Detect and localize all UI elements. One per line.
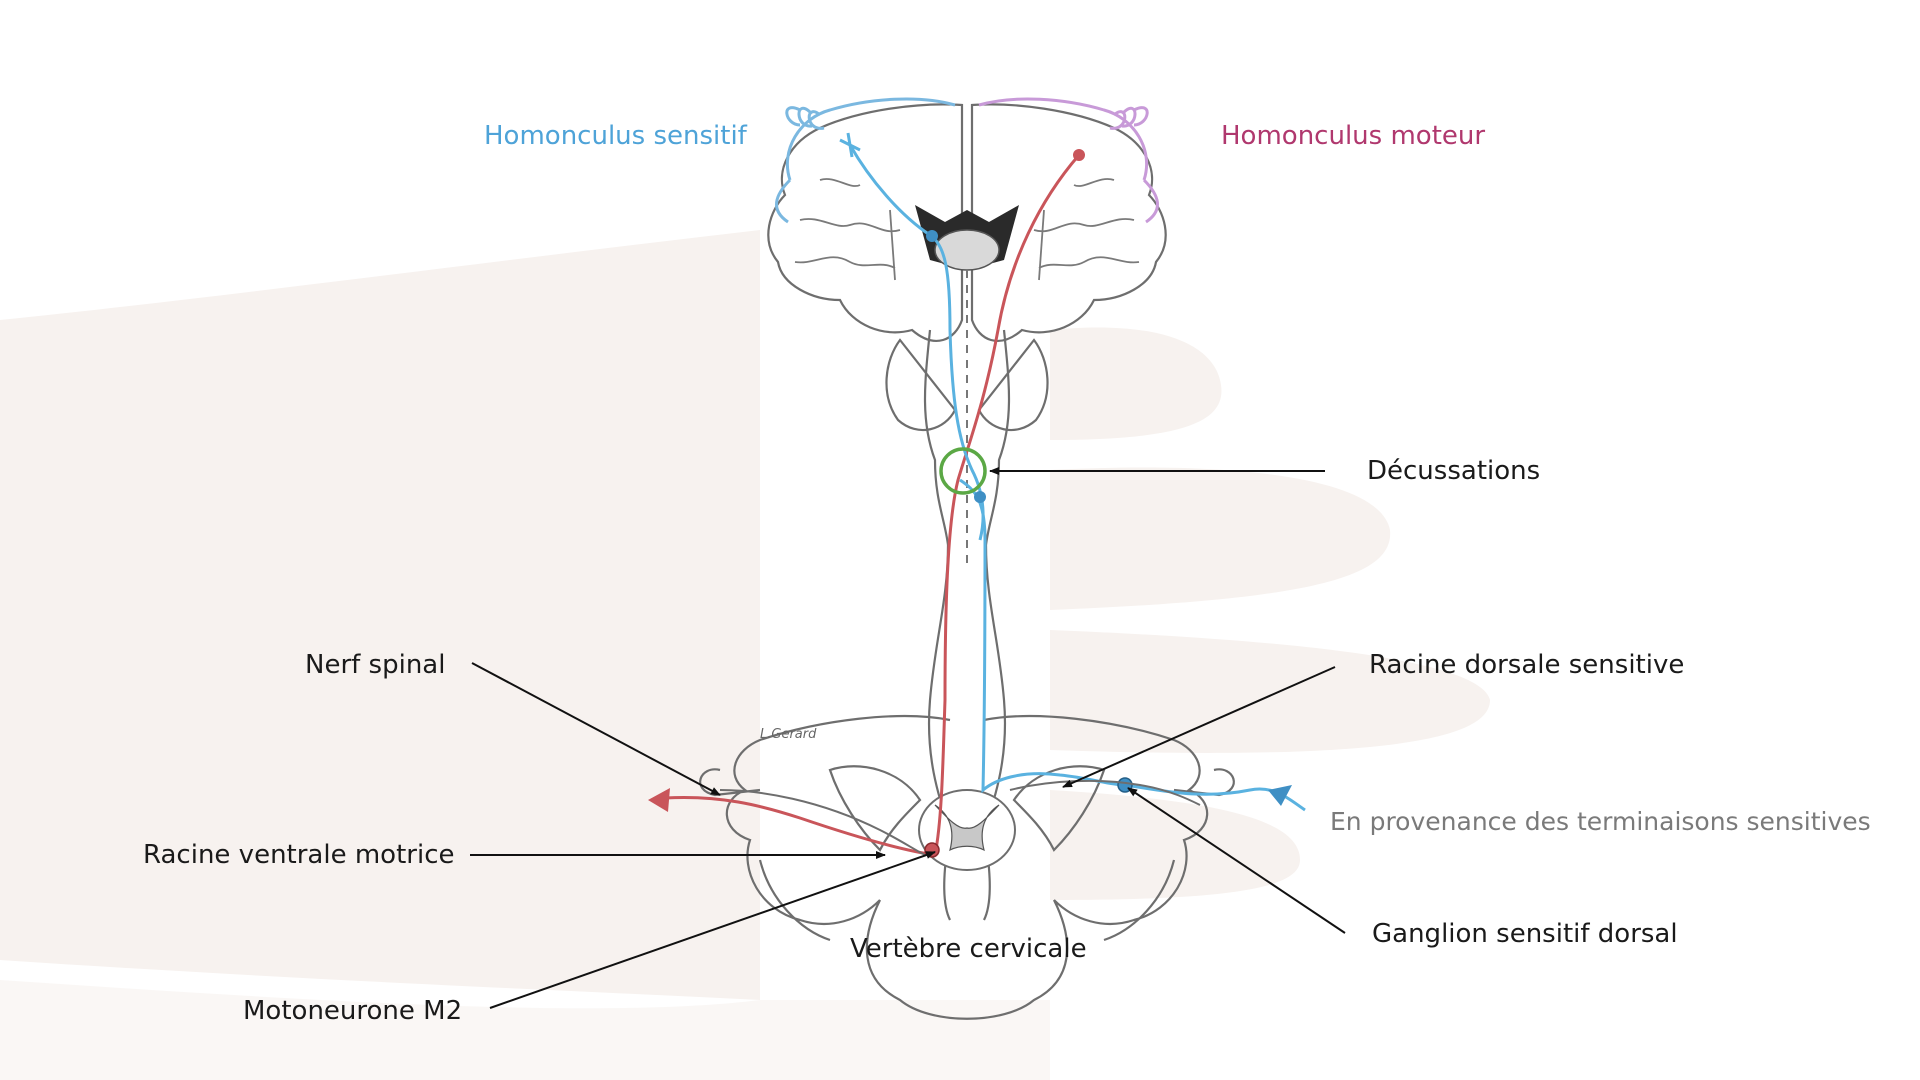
homunculus-sensory-drawing — [775, 97, 956, 224]
vertebra-outline — [699, 714, 1235, 1020]
label-homonculus-sensitif: Homonculus sensitif — [484, 121, 747, 151]
motor-neuron-m1-soma — [1073, 149, 1085, 161]
sensory-neuron-bulbar-soma — [974, 491, 986, 503]
ventricle — [915, 205, 1019, 271]
brain-folds — [794, 178, 1140, 281]
homunculus-motor-drawing — [978, 97, 1159, 224]
label-ganglion-sensitif-dorsal: Ganglion sensitif dorsal — [1372, 919, 1678, 949]
label-motoneurone-m2: Motoneurone M2 — [243, 996, 463, 1026]
label-nerf-spinal: Nerf spinal — [305, 650, 446, 680]
annotation-leaders — [470, 467, 1346, 1009]
leader-motoneurone — [489, 851, 936, 1009]
label-en-provenance: En provenance des terminaisons sensitive… — [1330, 807, 1871, 836]
sensory-input-arrowhead — [1268, 785, 1292, 806]
nerve-sheath — [719, 779, 1201, 856]
illustrator-signature: L.Gerard — [760, 727, 817, 742]
decussation-circle — [939, 447, 987, 495]
motor-output-arrowhead — [648, 788, 670, 812]
label-racine-dorsale-sensitive: Racine dorsale sensitive — [1369, 650, 1685, 680]
label-racine-ventrale-motrice: Racine ventrale motrice — [143, 840, 455, 870]
leader-ganglion — [1127, 787, 1346, 934]
leader-nerf-spinal — [471, 662, 721, 796]
label-decussations: Décussations — [1367, 456, 1541, 486]
motor-pathway — [664, 154, 1081, 857]
spinal-cord-section — [918, 789, 1016, 871]
label-vertebre-cervicale: Vertèbre cervicale — [850, 934, 1087, 964]
brain-outline — [767, 103, 1167, 431]
background-hand-silhouette — [0, 230, 1490, 1080]
sensory-pathway — [839, 132, 1306, 812]
leader-racine-dorsale — [1062, 666, 1336, 788]
sensory-neuron-thalamic-soma — [926, 230, 938, 242]
label-homonculus-moteur: Homonculus moteur — [1221, 121, 1486, 151]
